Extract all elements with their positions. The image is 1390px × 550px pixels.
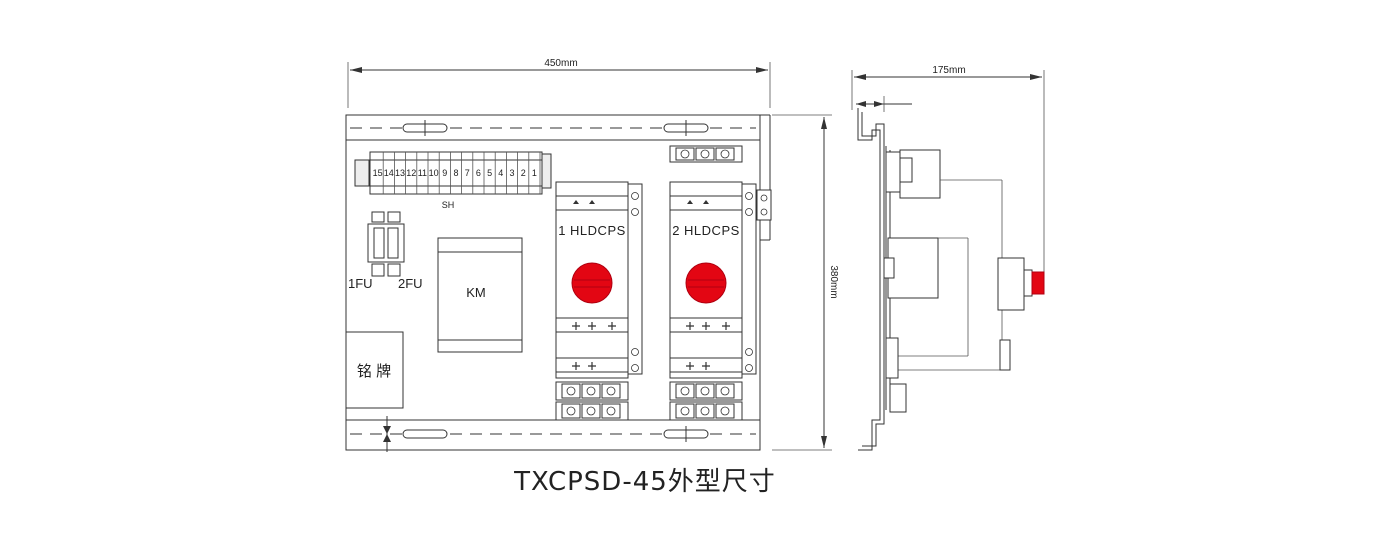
contactor-label: KM [466,285,486,300]
contactor: KM [437,237,523,353]
terminal-number: 12 [406,168,416,178]
terminal-number: 11 [418,168,427,178]
side-terminals [756,189,772,221]
terminal-number: 8 [453,168,458,178]
depth-label: 175mm [932,65,965,76]
nameplate-label: 铭 牌 [357,363,391,380]
terminal-number: 5 [487,168,492,178]
control-modules: 1 HLDCPS 2 HLDCPS [555,145,757,421]
height-label: 380mm [828,265,839,298]
terminal-number: 14 [384,168,394,178]
height-dimension: 380mm [772,114,839,451]
terminal-number: 2 [521,168,526,178]
width-label: 450mm [544,58,577,69]
depth-dimension: 175mm [851,65,1045,280]
nameplate: 铭 牌 [345,331,404,409]
terminal-number: 15 [373,168,383,178]
width-dimension: 450mm [347,58,771,108]
fuse-holders: 1FU 2FU [348,211,423,291]
terminal-number: 10 [429,168,439,178]
module-2: 2 HLDCPS [669,145,757,421]
terminal-strip-label: SH [442,200,455,210]
fuse-2-label: 2FU [398,276,423,291]
terminal-number: 13 [395,168,405,178]
terminal-number: 6 [476,168,481,178]
fuse-1-label: 1FU [348,276,373,291]
side-view: 175mm [851,65,1045,451]
mount-slot [402,429,448,439]
module-1: 1 HLDCPS [555,181,643,421]
terminal-number: 4 [498,168,503,178]
module-label: 1 HLDCPS [558,223,626,238]
terminal-number: 7 [465,168,470,178]
terminal-number: 9 [442,168,447,178]
side-knob [1031,271,1045,295]
terminal-number: 3 [509,168,514,178]
figure-caption: TXCPSD-45外型尺寸 [513,467,776,497]
rotary-knob [571,262,613,304]
rotary-knob [685,262,727,304]
module-label: 2 HLDCPS [672,223,740,238]
terminal-number: 1 [532,168,537,178]
